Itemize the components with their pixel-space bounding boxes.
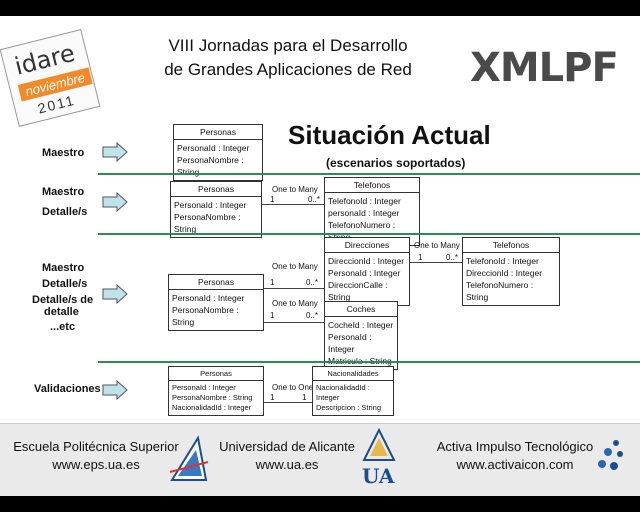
relation-multiplicity-one: 1 xyxy=(270,195,275,204)
relation-label: One to Many xyxy=(272,299,318,308)
relation-label: One to Many xyxy=(272,185,318,194)
uml-class-name: Coches xyxy=(325,302,397,317)
row-label-detalle2: detalle xyxy=(44,306,79,318)
row-label-etc: ...etc xyxy=(50,321,76,333)
footer-activa-url: www.activaicon.com xyxy=(456,457,574,472)
separator-line xyxy=(98,233,640,235)
uml-attribute: DireccionId : Integer xyxy=(466,268,543,278)
idare-logo: idare noviembre 2011 xyxy=(0,29,101,127)
row-label-maestro: Maestro xyxy=(42,262,85,274)
uml-attribute: TelefonoId : Integer xyxy=(466,256,539,266)
uml-attribute: PersonaId : Integer xyxy=(172,293,245,303)
uml-attribute: PersonaNombre : String xyxy=(172,393,253,402)
slide: idare noviembre 2011 VIII Jornadas para … xyxy=(0,16,640,496)
uml-class-name: Telefonos xyxy=(325,178,419,193)
uml-class-coches: Coches CocheId : Integer PersonaId : Int… xyxy=(324,301,398,370)
ua-logo-text: UA xyxy=(362,464,395,488)
xmlpf-logo: XMLPF xyxy=(470,45,619,91)
uml-attribute: NacionalidadId : Integer xyxy=(172,403,252,412)
page-title: Situación Actual xyxy=(288,120,491,150)
uml-attribute: TelefonoId : Integer xyxy=(328,196,401,206)
uml-class-personas: Personas PersonaId : Integer PersonaNomb… xyxy=(168,274,264,331)
footer-eps-url: www.eps.ua.es xyxy=(52,457,140,472)
row-label-detalle: Detalle/s xyxy=(42,206,88,218)
relation-label: One to Many xyxy=(414,241,460,250)
page-subtitle: (escenarios soportados) xyxy=(326,156,466,170)
relation-multiplicity-one: 1 xyxy=(270,393,275,402)
uml-class-direcciones: Direcciones DireccionId : Integer Person… xyxy=(324,237,410,306)
footer-activa-name: Activa Impulso Tecnológico xyxy=(436,439,594,454)
relation-label: One to One xyxy=(272,383,314,392)
arrow-right-icon xyxy=(102,380,128,400)
separator-line xyxy=(98,361,640,363)
uml-class-name: Personas xyxy=(169,275,263,290)
uml-class-telefonos: Telefonos TelefonoId : Integer personaId… xyxy=(324,177,420,246)
uml-attribute: personaId : Integer xyxy=(328,208,400,218)
uml-class-personas: Personas PersonaId : Integer PersonaNomb… xyxy=(173,124,263,181)
row-label-detalle: Detalle/s xyxy=(42,278,88,290)
uml-class-name: Personas xyxy=(169,367,263,381)
uml-class-personas: Personas PersonaId : Integer PersonaNomb… xyxy=(170,181,262,238)
uml-attribute: PersonaId : Integer xyxy=(172,383,236,392)
uml-attribute: PersonaNombre : String xyxy=(172,305,239,327)
uml-attribute: CocheId : Integer xyxy=(328,320,394,330)
uml-attribute: PersonaNombre : String xyxy=(174,212,241,234)
activa-logo-icon xyxy=(598,440,623,470)
uml-class-name: Nacionalidades xyxy=(313,367,393,381)
relation-line xyxy=(262,204,324,205)
relation-multiplicity-many: 0..* xyxy=(306,311,319,320)
relation-multiplicity-many: 0..* xyxy=(306,278,319,287)
uml-attribute: DireccionId : Integer xyxy=(328,256,405,266)
relation-line xyxy=(264,322,324,323)
header-title-line1: VIII Jornadas para el Desarrollo xyxy=(168,36,408,55)
uml-attribute: PersonaId : Integer xyxy=(174,200,247,210)
footer: Escuela Politécnica Superior www.eps.ua.… xyxy=(0,423,640,496)
uml-class-name: Personas xyxy=(174,125,262,140)
uml-class-name: Direcciones xyxy=(325,238,409,253)
row-label-maestro: Maestro xyxy=(42,147,85,159)
uml-attribute: PersonaId : Integer xyxy=(328,268,401,278)
relation-multiplicity-many: 0..* xyxy=(446,253,459,262)
row-label-maestro: Maestro xyxy=(42,186,85,198)
uml-class-personas: Personas PersonaId : Integer PersonaNomb… xyxy=(168,366,264,416)
uml-attribute: PersonaNombre : String xyxy=(177,155,244,177)
uml-class-nacionalidades: Nacionalidades NacionalidadId : Integer … xyxy=(312,366,394,416)
uml-attribute: PersonaId : Integer xyxy=(177,143,250,153)
arrow-right-icon xyxy=(102,142,128,162)
relation-label: One to Many xyxy=(272,262,318,271)
uml-class-telefonos: Telefonos TelefonoId : Integer Direccion… xyxy=(462,237,560,306)
row-label-detalle-de: Detalle/s de xyxy=(32,294,94,306)
separator-line xyxy=(98,173,640,175)
row-label-validaciones: Validaciones xyxy=(34,383,101,395)
uml-attribute: DireccionCalle : String xyxy=(328,280,388,302)
arrow-right-icon xyxy=(102,284,128,304)
footer-eps-name: Escuela Politécnica Superior xyxy=(13,439,179,454)
relation-line xyxy=(410,262,462,263)
relation-multiplicity-one: 1 xyxy=(302,393,307,402)
uml-attribute: NacionalidadId : Integer xyxy=(316,383,370,402)
arrow-right-icon xyxy=(102,192,128,212)
uml-attribute: Descripcion : String xyxy=(316,403,382,412)
ua-logo-icon xyxy=(362,428,396,461)
footer-ua-name: Universidad de Alicante xyxy=(219,439,355,454)
uml-class-name: Telefonos xyxy=(463,238,559,253)
relation-multiplicity-one: 1 xyxy=(270,278,275,287)
uml-class-name: Personas xyxy=(171,182,261,197)
eps-logo-icon xyxy=(169,435,209,481)
header-title-line2: de Grandes Aplicaciones de Red xyxy=(164,60,412,79)
relation-multiplicity-many: 0..* xyxy=(308,195,321,204)
relation-multiplicity-one: 1 xyxy=(270,311,275,320)
uml-attribute: PersonaId : Integer xyxy=(328,332,372,354)
relation-line xyxy=(264,288,324,289)
footer-ua-url: www.ua.es xyxy=(255,457,319,472)
relation-multiplicity-one: 1 xyxy=(418,253,423,262)
relation-line xyxy=(264,402,312,403)
uml-attribute: TelefonoNumero : String xyxy=(466,280,534,302)
